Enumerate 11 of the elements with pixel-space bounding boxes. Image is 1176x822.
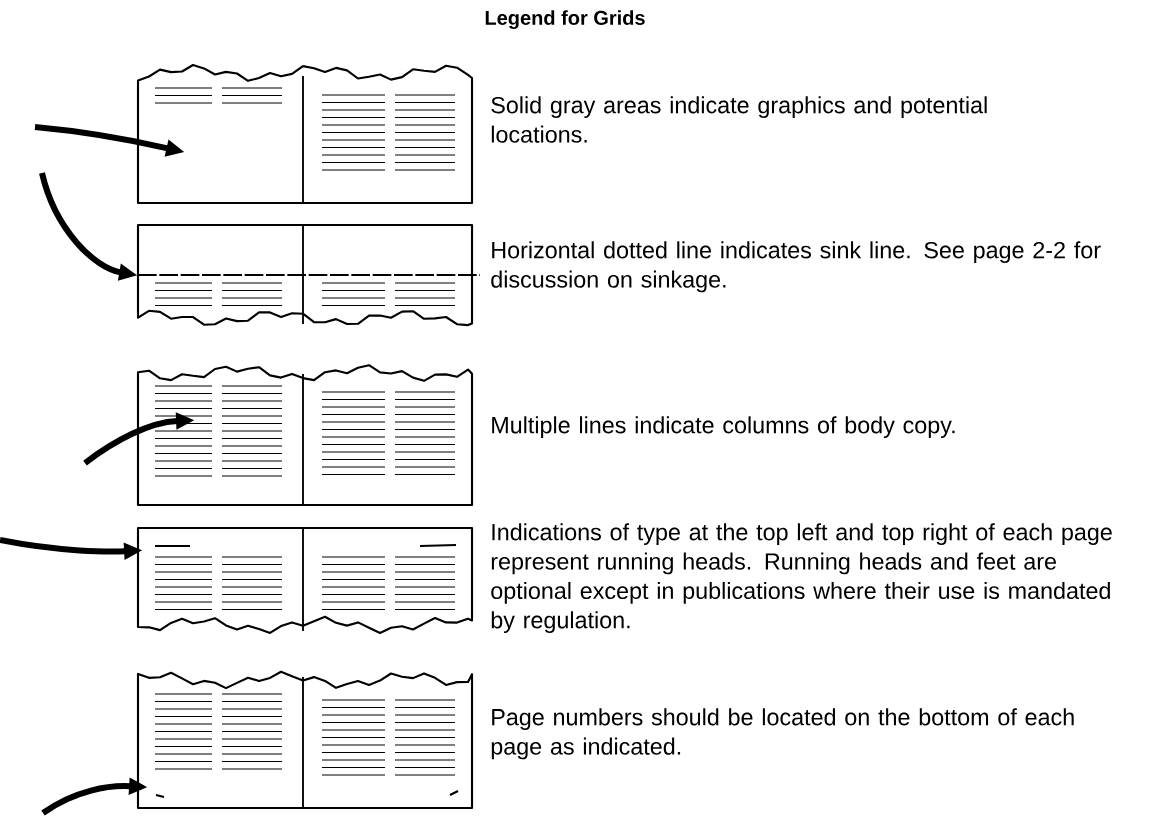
description: Page numbers should be located on the bottom of each page as indicated. (491, 708, 1074, 760)
description: Indications of type at the top left and top right of each page represent running heads. Running heads and feet are optional except in publications where their use is mandated by regulation. (491, 523, 1112, 634)
title: Legend for Grids (485, 10, 645, 29)
description: Horizontal dotted line indicates sink line. See page 2-2 for discussion on sinkage. (491, 241, 1101, 293)
page-spread-drawing (136, 526, 474, 635)
page-spread-drawing (136, 364, 474, 507)
page-spread-drawing (136, 63, 474, 205)
description: Multiple lines indicate columns of body copy. (492, 416, 955, 439)
page-spread-drawing (136, 223, 481, 327)
description: Solid gray areas indicate graphics and potential locations. (491, 96, 987, 143)
page-spread-drawing (136, 670, 474, 810)
